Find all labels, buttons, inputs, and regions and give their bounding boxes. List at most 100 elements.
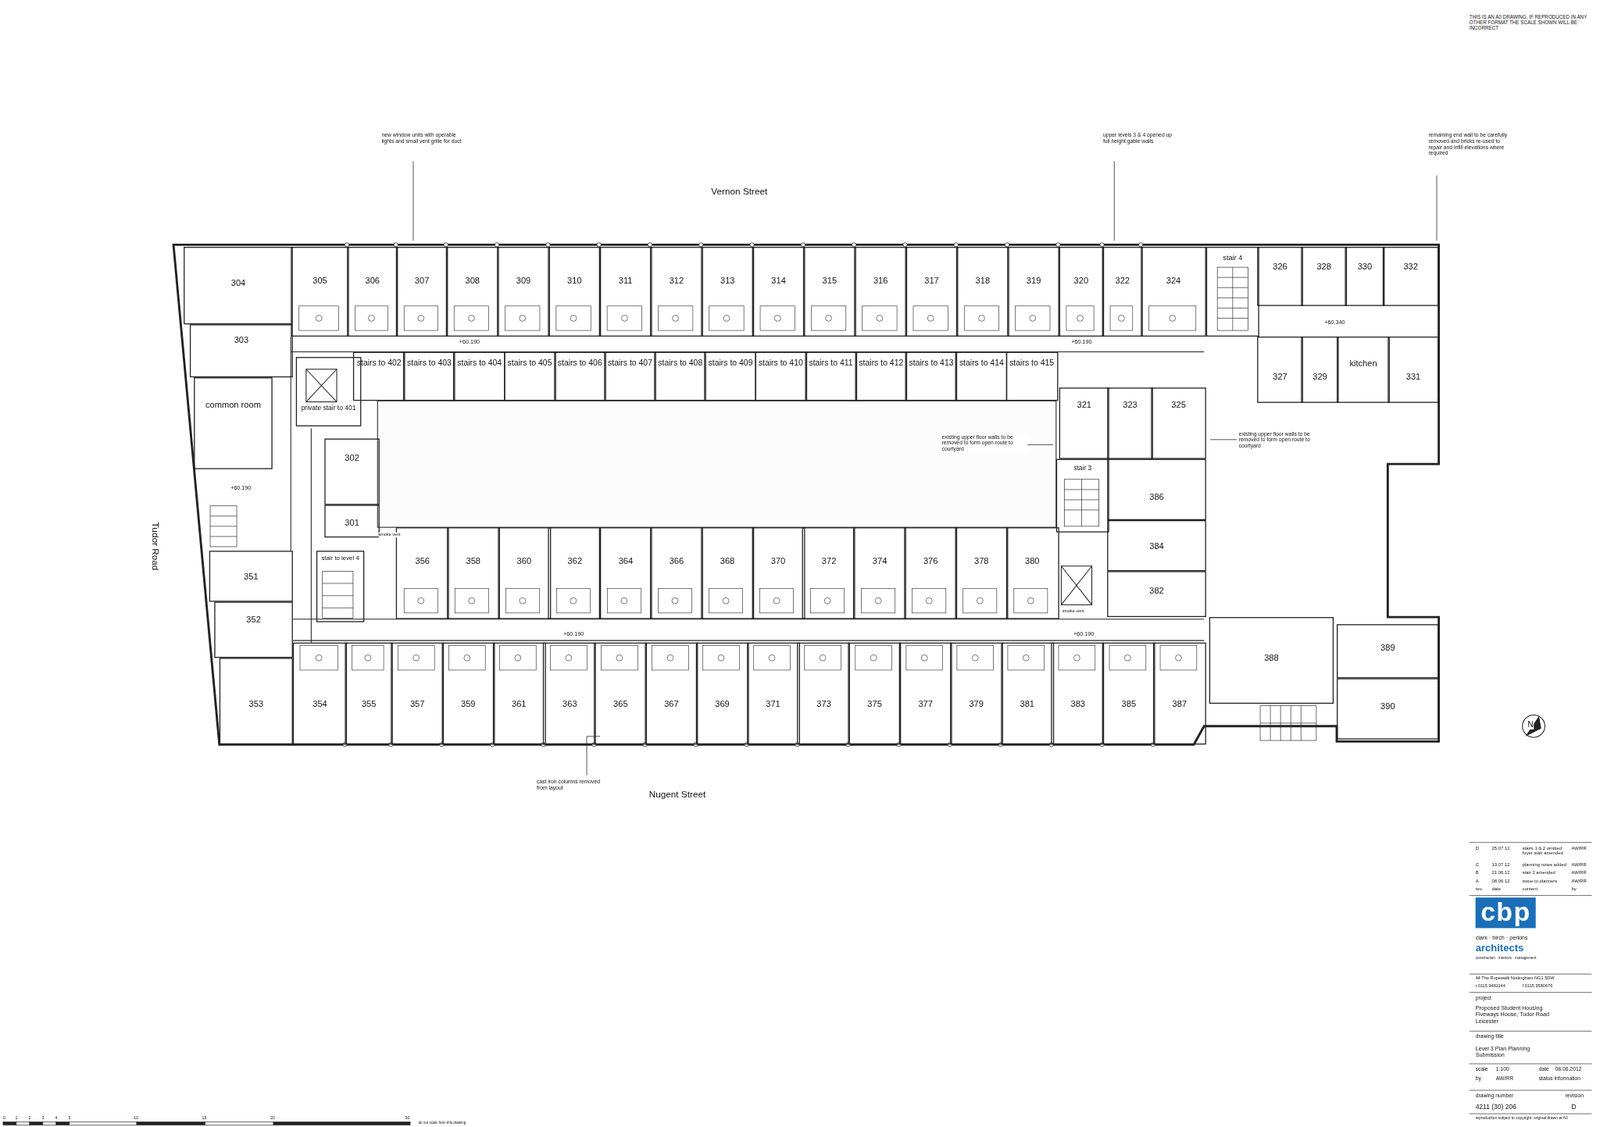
- room-box: 372: [802, 527, 856, 620]
- room-box: 330: [1344, 246, 1385, 307]
- wc-symbol: [1073, 654, 1080, 661]
- bathroom-pod: [753, 646, 791, 671]
- bathroom-pod: [760, 306, 795, 331]
- wc-symbol: [819, 654, 826, 661]
- room-box: 360: [497, 527, 551, 620]
- pod-outline: [912, 589, 947, 614]
- room-box: stairs to 409: [704, 352, 758, 402]
- wc-symbol: [774, 315, 781, 322]
- room-number: 380: [1007, 557, 1058, 567]
- plan-label: 08.06.2012: [1555, 1067, 1583, 1074]
- wc-symbol: [621, 597, 628, 604]
- pod-outline: [760, 306, 795, 331]
- plan-label: clark · birch · perkins: [1475, 934, 1529, 941]
- plan-label: 0: [3, 1116, 6, 1122]
- room-box: 321: [1059, 387, 1110, 459]
- bathroom-pod: [601, 646, 639, 671]
- pod-outline: [601, 646, 639, 671]
- room-number: 331: [1389, 372, 1439, 383]
- room-box: stairs to 402: [353, 352, 406, 402]
- wc-symbol: [672, 315, 679, 322]
- bathroom-pod: [397, 646, 435, 671]
- wc-symbol: [1022, 654, 1029, 661]
- room-number: stairs to 409: [705, 359, 756, 368]
- plan-label: by: [1571, 886, 1576, 893]
- pod-outline: [454, 589, 489, 614]
- pod-outline: [1109, 646, 1147, 671]
- room-box: 370: [751, 527, 805, 620]
- room-box: 331: [1387, 336, 1439, 404]
- room-number: 313: [702, 276, 754, 286]
- scale-bar: [3, 1121, 411, 1125]
- room-number: 383: [1052, 700, 1104, 710]
- room-box: 375: [848, 642, 902, 746]
- bathroom-pod: [1015, 306, 1050, 331]
- wc-symbol: [921, 654, 928, 661]
- room-number: 368: [701, 557, 753, 567]
- bathroom-pod: [448, 646, 486, 671]
- wc-symbol: [773, 597, 780, 604]
- room-box: 378: [954, 527, 1008, 620]
- room-box: 311: [599, 246, 653, 337]
- room-number: 355: [346, 700, 393, 710]
- plan-label: 30: [405, 1116, 411, 1122]
- room-box: 353: [219, 657, 293, 745]
- wc-symbol: [925, 597, 933, 604]
- room-number: 310: [549, 276, 600, 286]
- room-number: 377: [900, 700, 951, 710]
- pod-outline: [804, 646, 842, 671]
- bathroom-pod: [499, 646, 536, 671]
- room-box: 361: [492, 642, 546, 746]
- room-box: 381: [1000, 642, 1054, 746]
- room-box: 312: [650, 246, 704, 337]
- room-number: stairs to 413: [906, 359, 957, 368]
- room-number: 322: [1103, 276, 1143, 286]
- room-box: 306: [346, 246, 398, 337]
- wc-symbol: [717, 654, 725, 661]
- plan-label: stairs 1 & 2 omitted foyer stair amended: [1522, 846, 1570, 858]
- plan-label: remaining end wall to be carefully remov…: [1428, 132, 1509, 158]
- room-box: 351: [209, 550, 293, 602]
- pod-outline: [355, 306, 389, 331]
- bathroom-pod: [355, 306, 389, 331]
- wc-symbol: [722, 597, 729, 604]
- room-box: 365: [593, 642, 647, 746]
- room-number: 365: [595, 700, 647, 710]
- room-number: 356: [396, 557, 448, 567]
- plan-label: date: [1492, 886, 1501, 893]
- wc-symbol: [667, 654, 674, 661]
- room-box: 307: [396, 246, 449, 337]
- bathroom-pod: [703, 646, 740, 671]
- bathroom-pod: [300, 646, 338, 671]
- room-box: stairs to 404: [453, 352, 506, 402]
- corridor-wall: [290, 336, 292, 551]
- room-box: 368: [700, 527, 754, 620]
- room-box: 355: [344, 642, 393, 746]
- plan-label: content: [1522, 886, 1570, 893]
- room-number: 360: [498, 557, 550, 567]
- room-number: 332: [1383, 262, 1438, 272]
- wc-symbol: [1169, 315, 1176, 322]
- bathroom-pod: [862, 306, 897, 331]
- wc-symbol: [875, 597, 882, 604]
- room-box: stairs to 413: [905, 352, 958, 402]
- room-number: 316: [855, 276, 907, 286]
- room-number: 314: [753, 276, 804, 286]
- room-number: 372: [803, 557, 854, 567]
- room-number: 303: [190, 335, 292, 346]
- room-box: 322: [1102, 246, 1143, 337]
- bathroom-pod: [913, 306, 948, 331]
- room-number: 305: [292, 276, 349, 286]
- pod-outline: [1007, 646, 1045, 671]
- room-box: 373: [797, 642, 851, 746]
- corridor-wall: [292, 640, 1204, 642]
- wc-symbol: [368, 315, 375, 322]
- room-number: 369: [696, 700, 748, 710]
- pod-outline: [1058, 646, 1096, 671]
- plan-label: stair 2 amended: [1522, 870, 1570, 876]
- pod-outline: [556, 589, 590, 614]
- pod-outline: [861, 589, 896, 614]
- plan-label: f 0115 9580676: [1522, 984, 1554, 990]
- room-box: 314: [752, 246, 806, 337]
- pod-outline: [1110, 306, 1133, 331]
